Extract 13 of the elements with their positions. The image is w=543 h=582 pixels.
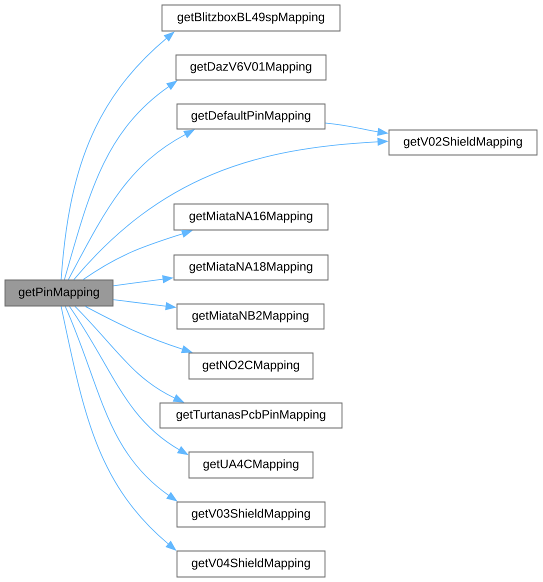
function-box: getV03ShieldMapping — [176, 502, 326, 528]
function-box: getDazV6V01Mapping — [176, 54, 326, 80]
function-box: getV02ShieldMapping — [388, 130, 538, 156]
function-box: getMiataNA16Mapping — [174, 204, 328, 230]
function-box: getMiataNB2Mapping — [176, 304, 324, 330]
function-box: getMiataNA18Mapping — [174, 254, 328, 280]
function-box: getNO2CMapping — [188, 352, 314, 380]
function-box: getDefaultPinMapping — [176, 104, 326, 130]
function-box: getV04ShieldMapping — [176, 550, 326, 578]
highlighted-function-box: getPinMapping — [4, 280, 114, 306]
function-box: getTurtanasPcbPinMapping — [160, 402, 342, 428]
function-box: getBlitzboxBL49spMapping — [162, 4, 340, 32]
function-box: getUA4CMapping — [188, 452, 314, 478]
